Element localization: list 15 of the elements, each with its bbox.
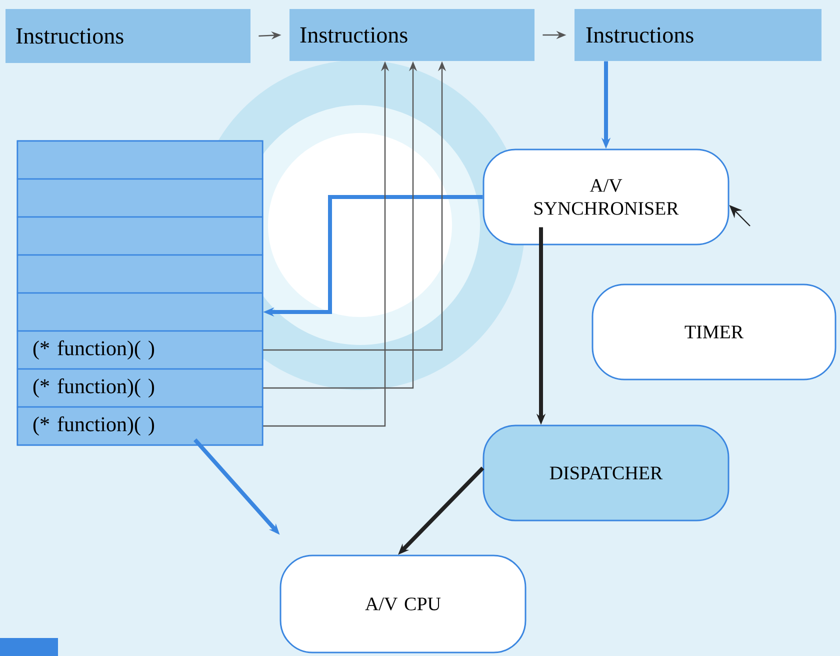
- table-row: [16, 292, 264, 332]
- table-row: (* function)( ): [16, 406, 264, 446]
- process-box: TIMER: [592, 284, 836, 380]
- process-box: DISPATCHER: [482, 424, 730, 522]
- table-row: (* function)( ): [16, 368, 264, 408]
- instruction-box: Instructions: [290, 9, 534, 61]
- instruction-box: Instructions: [6, 9, 250, 63]
- table-row: (* function)( ): [16, 330, 264, 370]
- table-row: [16, 216, 264, 256]
- instruction-box: Instructions: [574, 9, 822, 61]
- table-row: [16, 140, 264, 180]
- table-row: [16, 254, 264, 294]
- process-box: A/V CPU: [280, 554, 526, 654]
- process-box: A/V SYNCHRONISER: [482, 148, 730, 246]
- table-row: [16, 178, 264, 218]
